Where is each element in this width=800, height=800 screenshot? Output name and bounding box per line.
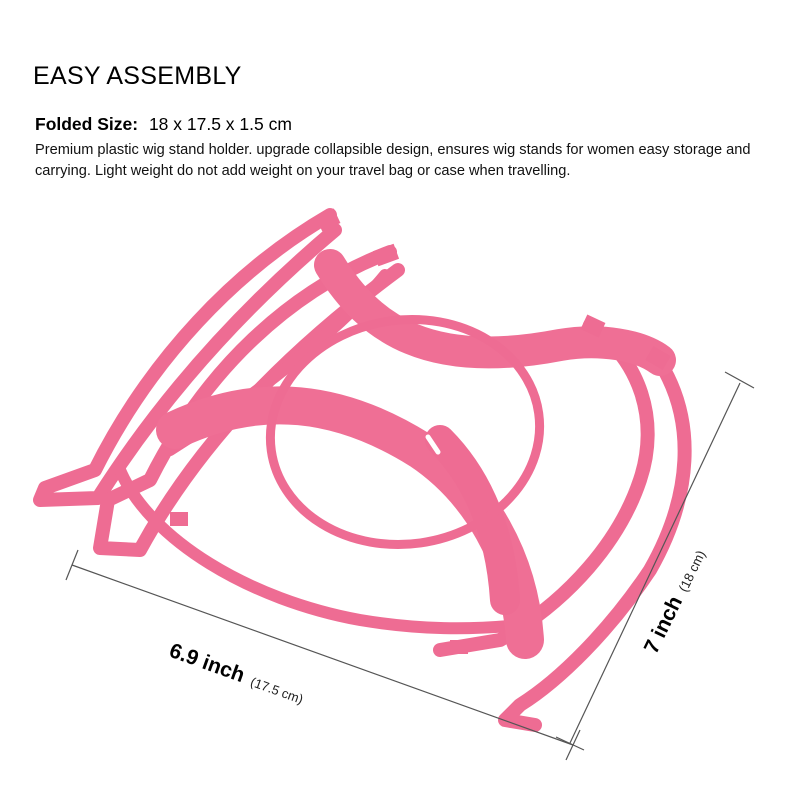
width-dimension-label: 6.9 inch (17.5 cm) — [166, 639, 307, 709]
page-title: EASY ASSEMBLY — [33, 62, 242, 90]
width-sub-text: (17.5 cm) — [249, 674, 306, 707]
height-main-text: 7 inch — [640, 593, 687, 658]
wig-stand-product-image — [33, 208, 692, 732]
width-main-text: 6.9 inch — [166, 639, 247, 687]
folded-size-value: 18 x 17.5 x 1.5 cm — [148, 114, 292, 134]
folded-size-label: Folded Size: — [35, 114, 139, 134]
height-dimension-line — [569, 382, 741, 744]
height-sub-text: (18 cm) — [676, 548, 709, 594]
height-dimension — [555, 371, 755, 751]
product-description: Premium plastic wig stand holder. upgrad… — [35, 142, 751, 179]
folded-size-row: Folded Size: 18 x 17.5 x 1.5 cm — [35, 114, 292, 135]
svg-text:6.9 inch (17.5 cm): 6.9 inch (17.5 cm) — [166, 639, 307, 709]
width-dimension-line — [71, 564, 574, 746]
